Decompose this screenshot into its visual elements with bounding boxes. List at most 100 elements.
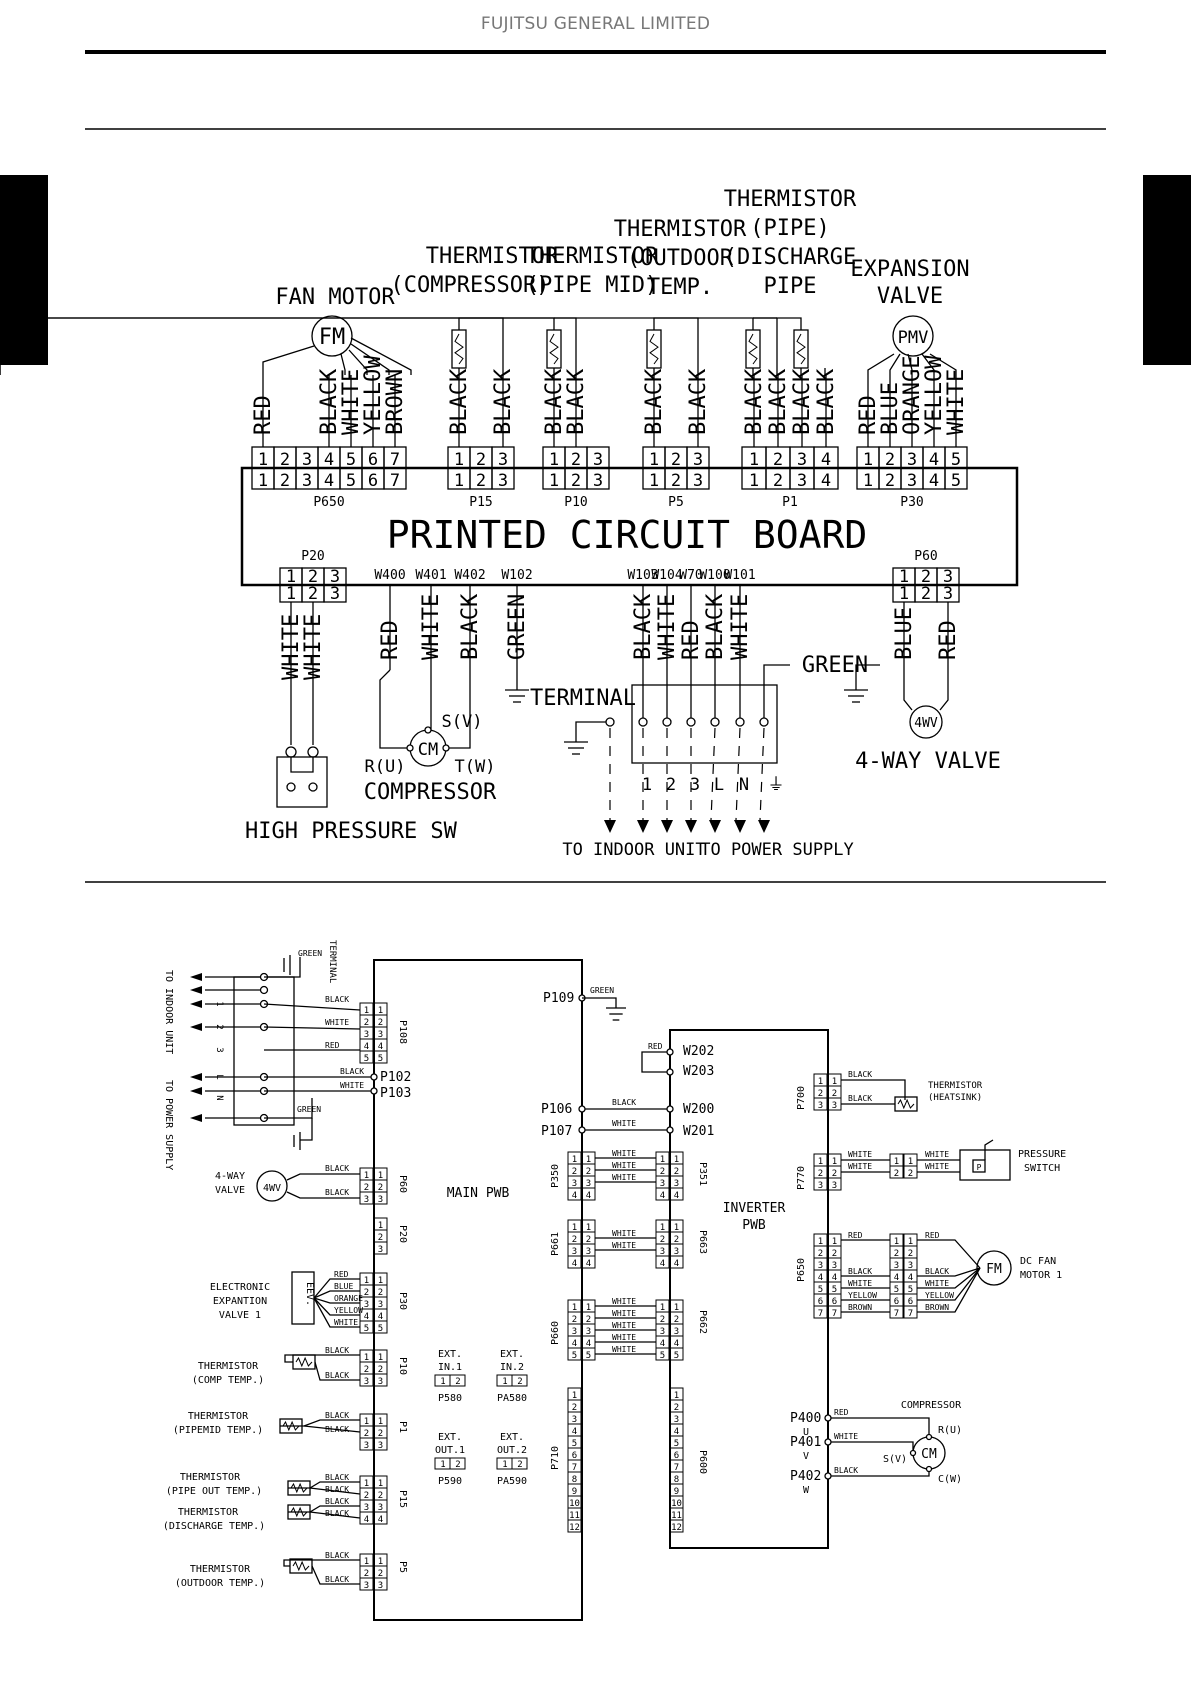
p15-wire-1: BLACK bbox=[325, 1473, 349, 1482]
p15-wire-2: BLACK bbox=[325, 1485, 349, 1494]
p1-l-pin-1: 1 bbox=[364, 1417, 369, 1427]
node bbox=[909, 1449, 917, 1457]
pmv-wire bbox=[867, 353, 895, 375]
p600-cell bbox=[669, 1519, 684, 1533]
wire-color-p20-1: WHITE bbox=[279, 614, 304, 680]
wire-color-P1-3: BLACK bbox=[790, 368, 815, 435]
p662-l-pin-1: 1 bbox=[660, 1303, 665, 1313]
wire-color-P650-1: RED bbox=[251, 395, 276, 435]
wire-color-W401: WHITE bbox=[419, 594, 444, 660]
p663-r-cell bbox=[669, 1255, 684, 1269]
arrow bbox=[190, 973, 202, 981]
p710-pin-12: 12 bbox=[569, 1523, 580, 1533]
p350-wire-2: WHITE bbox=[612, 1161, 636, 1170]
wire bbox=[303, 1425, 361, 1433]
p10-wire-1: BLACK bbox=[325, 1346, 349, 1355]
top-conn-P650-row2-cell bbox=[383, 467, 407, 490]
node bbox=[824, 1438, 832, 1446]
p1-l-pin-2: 2 bbox=[364, 1429, 369, 1439]
four-way-valve-label-1: 4-WAY bbox=[215, 1171, 245, 1182]
tb2-mark-L: L bbox=[214, 1074, 224, 1079]
p700-l-cell bbox=[813, 1097, 828, 1111]
eev-symbol: EEV. bbox=[304, 1282, 315, 1306]
pmv-symbol: PMV bbox=[898, 328, 929, 348]
ext_in1-pin-1: 1 bbox=[440, 1377, 445, 1387]
fan-wire bbox=[350, 343, 390, 375]
wire-color-P15-3: BLACK bbox=[491, 368, 516, 435]
th-disch-label-2: (DISCHARGE TEMP.) bbox=[163, 1521, 265, 1532]
p1-r-cell bbox=[373, 1437, 388, 1451]
pmv-wire bbox=[889, 353, 901, 375]
field-lead bbox=[759, 727, 765, 821]
p650-wire-4: BLACK bbox=[848, 1267, 872, 1276]
thermistor-body bbox=[745, 329, 761, 369]
ground-lead bbox=[575, 721, 610, 742]
top-conn-P1-row2-pin-4: 4 bbox=[821, 471, 831, 491]
node bbox=[578, 1105, 586, 1113]
top-conn-P10-row2-pin-2: 2 bbox=[571, 471, 581, 491]
p108-r-pin-1: 1 bbox=[378, 1006, 383, 1016]
valve-lead bbox=[286, 1191, 360, 1199]
p650-l-pin-1: 1 bbox=[818, 1237, 823, 1247]
p661-r-pin-4: 4 bbox=[586, 1259, 591, 1269]
terminal-screw bbox=[638, 717, 648, 727]
tb-label-ground: ⏚ bbox=[768, 775, 785, 795]
p350-l-pin-4: 4 bbox=[572, 1191, 577, 1201]
top-conn-P30-row1-pin-1: 1 bbox=[863, 450, 873, 470]
hp-contact bbox=[307, 746, 319, 758]
top-conn-P30-row1-pin-2: 2 bbox=[885, 450, 895, 470]
p351-r-pin-1: 1 bbox=[674, 1155, 679, 1165]
p103-wire: WHITE bbox=[340, 1081, 364, 1090]
th-pipemid-label-1: THERMISTOR bbox=[188, 1411, 249, 1422]
connector-P710: P710 bbox=[550, 1446, 561, 1470]
p600-pin-9: 9 bbox=[674, 1487, 679, 1497]
p661-wire-1: WHITE bbox=[612, 1229, 636, 1238]
p350-r-pin-4: 4 bbox=[586, 1191, 591, 1201]
p661-r-cell bbox=[581, 1255, 596, 1269]
p108-l-pin-2: 2 bbox=[364, 1018, 369, 1028]
top-conn-P5-row2-pin-1: 1 bbox=[649, 471, 659, 491]
p770-r-cell bbox=[827, 1177, 842, 1191]
label-thermistor-outdoor-2: (OUTDOOR bbox=[627, 246, 734, 271]
wire-color-W402: BLACK bbox=[458, 593, 483, 660]
p600-pin-8: 8 bbox=[674, 1475, 679, 1485]
top-conn-P15-row1-pin-1: 1 bbox=[454, 450, 464, 470]
arrow bbox=[637, 820, 649, 833]
label-thermistor-pipe-3: (DISCHARGE bbox=[724, 245, 856, 270]
ext_out1-label-2: OUT.1 bbox=[435, 1445, 465, 1456]
terminal-screw bbox=[259, 985, 269, 995]
p650-l-pin-7: 7 bbox=[818, 1309, 823, 1319]
ext_in1-pin-2: 2 bbox=[455, 1377, 460, 1387]
p650-l-pin-6: 6 bbox=[818, 1297, 823, 1307]
p661-l-pin-2: 2 bbox=[572, 1235, 577, 1245]
label-thermistor-pipe-2: (PIPE) bbox=[750, 216, 829, 241]
wire-color-P30-2: BLUE bbox=[878, 382, 903, 435]
p10-r-pin-1: 1 bbox=[378, 1353, 383, 1363]
p30-l-pin-5: 5 bbox=[364, 1324, 369, 1334]
top-conn-P5-row2-pin-3: 3 bbox=[693, 471, 703, 491]
label-thermistor-pipemid-1: THERMISTOR bbox=[526, 244, 659, 269]
p1-r-pin-1: 1 bbox=[378, 1417, 383, 1427]
p108-wire-2: WHITE bbox=[325, 1018, 349, 1027]
p20-row2-pin-2: 2 bbox=[308, 584, 318, 604]
tb2-mark-1: 1 bbox=[214, 1001, 224, 1006]
p350-wire-3: WHITE bbox=[612, 1173, 636, 1182]
wire-color-P1-4: BLACK bbox=[814, 368, 839, 435]
p660-l-cell bbox=[567, 1347, 582, 1361]
p351-l-cell bbox=[655, 1187, 670, 1201]
p650-l-pin-3: 3 bbox=[818, 1261, 823, 1271]
p15-l-pin-1: 1 bbox=[364, 1479, 369, 1489]
thermistor-body bbox=[894, 1096, 918, 1112]
p600-pin-2: 2 bbox=[674, 1403, 679, 1413]
eev-label-1: ELECTRONIC bbox=[210, 1282, 270, 1293]
tb-label-L: L bbox=[714, 775, 724, 795]
p661-r-pin-1: 1 bbox=[586, 1223, 591, 1233]
p351-r-pin-4: 4 bbox=[674, 1191, 679, 1201]
p662-r-pin-5: 5 bbox=[674, 1351, 679, 1361]
fan-wire bbox=[350, 337, 412, 375]
p650-plug-r-pin-6: 6 bbox=[908, 1297, 913, 1307]
wire-color-P10-1: BLACK bbox=[542, 368, 567, 435]
compressor-lead-r bbox=[379, 669, 410, 749]
node bbox=[824, 1414, 832, 1422]
